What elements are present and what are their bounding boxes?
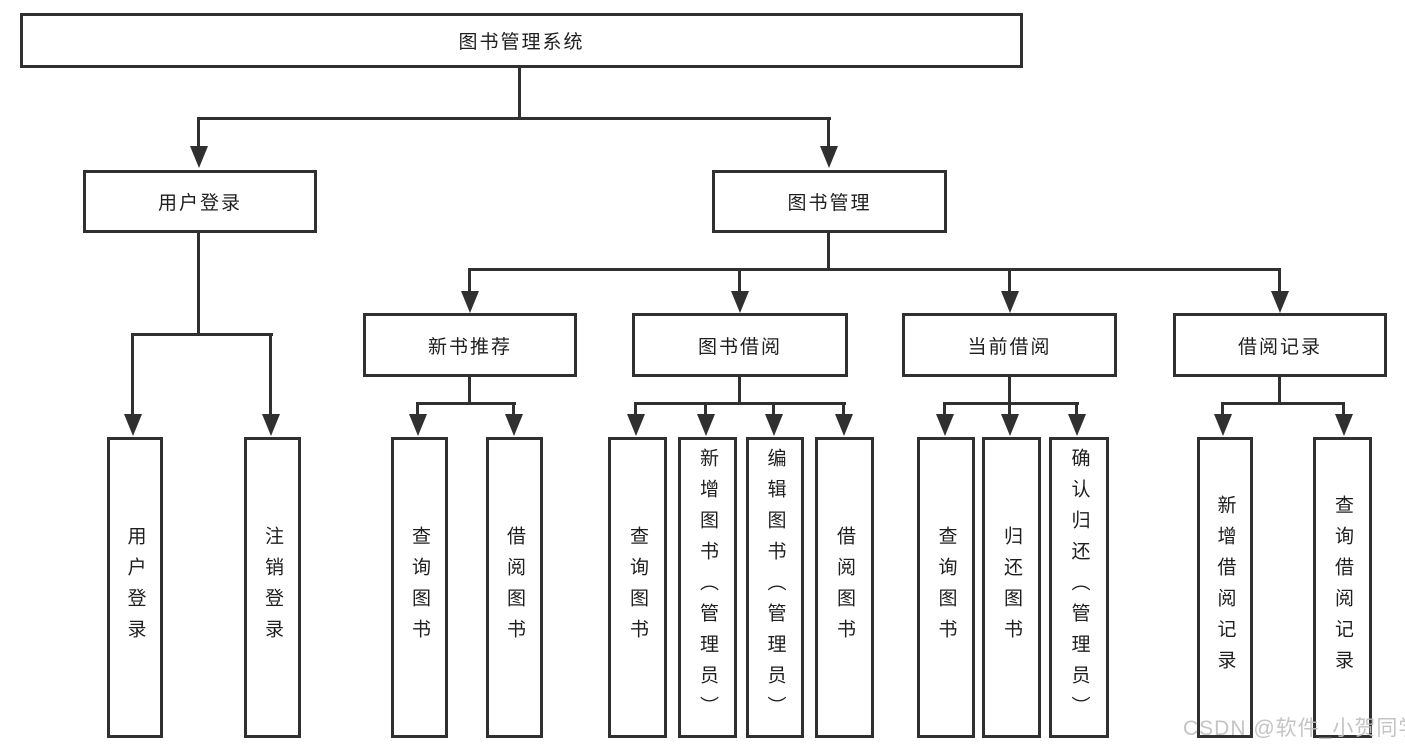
connector-line (197, 233, 200, 336)
connector-line (1008, 402, 1011, 416)
arrow-down-icon (765, 414, 783, 436)
connector-line (131, 333, 273, 336)
leaf-query-books-borrowing-label: 查询图书 (627, 525, 648, 650)
connector-line (827, 233, 830, 271)
connector-line (197, 117, 831, 120)
leaf-logout: 注销登录 (244, 437, 301, 738)
connector-line (827, 117, 830, 147)
arrow-down-icon (1335, 414, 1353, 436)
connector-line (416, 402, 419, 416)
connector-line (1278, 268, 1281, 293)
leaf-query-books-recommend-label: 查询图书 (409, 525, 430, 650)
connector-line (131, 333, 134, 416)
connector-line (1278, 377, 1281, 405)
leaf-query-borrow-record: 查询借阅记录 (1313, 437, 1372, 738)
leaf-add-borrow-record-label: 新增借阅记录 (1214, 494, 1236, 681)
arrow-down-icon (936, 414, 954, 436)
leaf-add-book-admin: 新增图书（管理员） (678, 437, 737, 738)
node-book-management-label: 图书管理 (787, 193, 872, 214)
leaf-user-login-label: 用户登录 (124, 525, 146, 650)
leaf-borrow-books-recommend: 借阅图书 (486, 437, 543, 738)
connector-line (416, 402, 516, 405)
connector-line (738, 268, 741, 293)
leaf-confirm-return-admin: 确认归还（管理员） (1049, 437, 1109, 738)
arrow-down-icon (1214, 414, 1232, 436)
leaf-query-books-current: 查询图书 (917, 437, 975, 738)
arrow-down-icon (1068, 414, 1086, 436)
node-user-login-label: 用户登录 (157, 193, 242, 214)
arrow-down-icon (409, 414, 427, 436)
leaf-confirm-return-admin-label: 确认归还（管理员） (1068, 448, 1090, 727)
node-root-label: 图书管理系统 (458, 32, 585, 53)
connector-line (468, 377, 471, 405)
arrow-down-icon (627, 414, 645, 436)
connector-line (1342, 402, 1345, 416)
arrow-down-icon (820, 146, 838, 168)
connector-line (842, 402, 845, 416)
connector-line (943, 402, 1079, 405)
leaf-add-book-admin-label: 新增图书（管理员） (697, 448, 718, 727)
node-new-book-recommend-label: 新书推荐 (427, 336, 512, 358)
leaf-borrow-books-label: 借阅图书 (834, 525, 855, 650)
csdn-watermark: CSDN @软件_小贺同学 (1183, 717, 1405, 740)
connector-line (1008, 377, 1011, 405)
node-borrowing-records-label: 借阅记录 (1237, 336, 1322, 358)
connector-line (1221, 402, 1224, 416)
leaf-return-books: 归还图书 (982, 437, 1041, 738)
leaf-query-books-recommend: 查询图书 (391, 437, 448, 738)
node-root: 图书管理系统 (20, 13, 1023, 68)
arrow-down-icon (190, 146, 208, 168)
leaf-logout-label: 注销登录 (262, 525, 283, 650)
arrow-down-icon (1001, 291, 1019, 313)
connector-line (269, 333, 272, 416)
arrow-down-icon (1001, 414, 1019, 436)
leaf-query-borrow-record-label: 查询借阅记录 (1332, 494, 1353, 681)
leaf-edit-book-admin: 编辑图书（管理员） (746, 437, 804, 738)
leaf-query-books-borrowing: 查询图书 (608, 437, 667, 738)
arrow-down-icon (262, 414, 280, 436)
connector-line (634, 402, 846, 405)
arrow-down-icon (461, 291, 479, 313)
connector-line (468, 268, 1281, 271)
arrow-down-icon (1271, 291, 1289, 313)
node-book-management: 图书管理 (712, 170, 947, 233)
leaf-borrow-books-recommend-label: 借阅图书 (504, 525, 525, 650)
leaf-edit-book-admin-label: 编辑图书（管理员） (764, 448, 786, 727)
arrow-down-icon (505, 414, 523, 436)
leaf-return-books-label: 归还图书 (1001, 525, 1022, 650)
connector-line (518, 68, 521, 119)
node-borrowing-records: 借阅记录 (1173, 313, 1387, 377)
connector-line (1221, 402, 1345, 405)
arrow-down-icon (697, 414, 715, 436)
arrow-down-icon (731, 291, 749, 313)
connector-line (468, 268, 471, 293)
connector-line (943, 402, 946, 416)
leaf-user-login: 用户登录 (107, 437, 163, 738)
connector-line (704, 402, 707, 416)
connector-line (1075, 402, 1078, 416)
node-current-borrowing-label: 当前借阅 (967, 336, 1052, 358)
connector-line (512, 402, 515, 416)
leaf-borrow-books: 借阅图书 (815, 437, 874, 738)
node-book-borrowing-label: 图书借阅 (697, 336, 782, 358)
leaf-add-borrow-record: 新增借阅记录 (1197, 437, 1253, 738)
node-user-login: 用户登录 (83, 170, 317, 233)
leaf-query-books-current-label: 查询图书 (935, 525, 957, 650)
connector-line (634, 402, 637, 416)
node-book-borrowing: 图书借阅 (632, 313, 848, 377)
arrow-down-icon (835, 414, 853, 436)
arrow-down-icon (124, 414, 142, 436)
connector-line (772, 402, 775, 416)
connector-line (738, 377, 741, 405)
connector-line (197, 117, 200, 147)
node-new-book-recommend: 新书推荐 (363, 313, 577, 377)
connector-line (1008, 268, 1011, 293)
node-current-borrowing: 当前借阅 (902, 313, 1117, 377)
